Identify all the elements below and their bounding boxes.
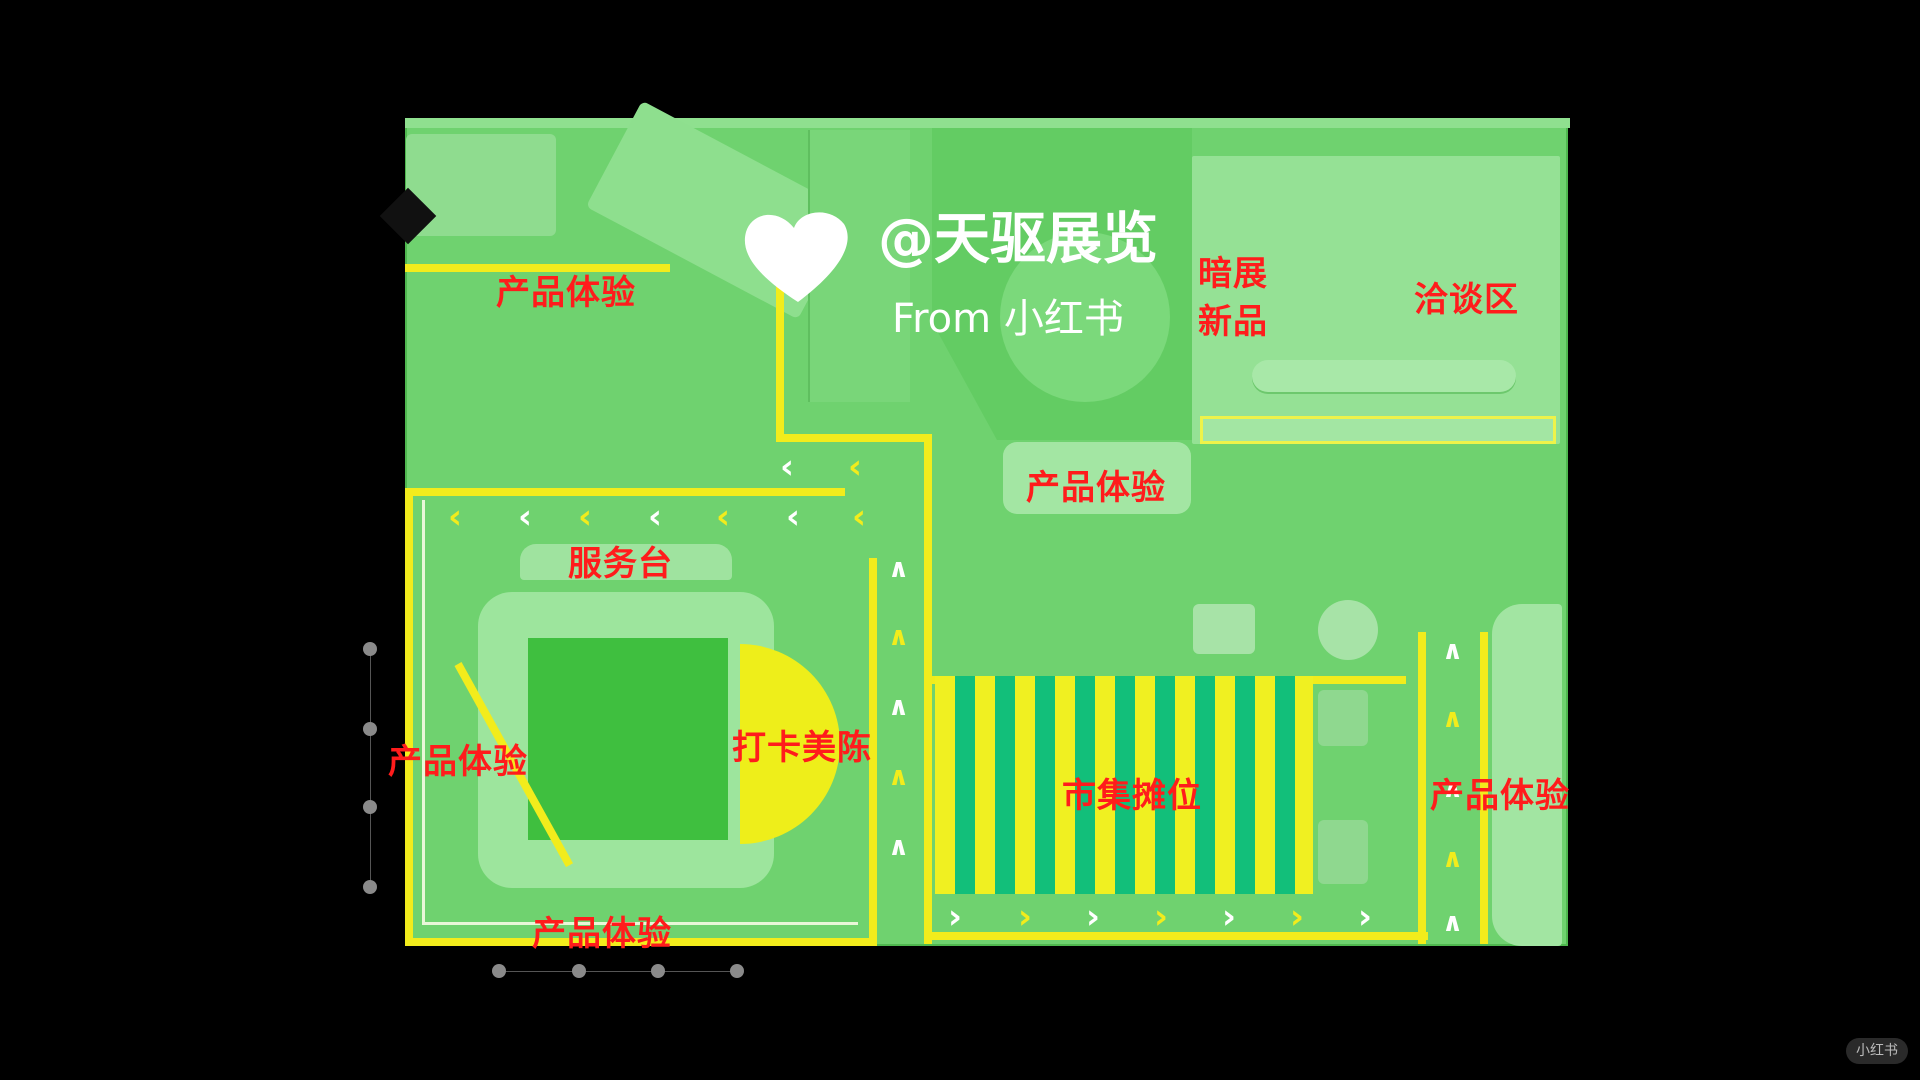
chevron-up-icon: ∧ [1442, 908, 1464, 938]
dimension-dot [363, 880, 377, 894]
label-product-top: 产品体验 [496, 273, 636, 313]
chevron-left-icon: ‹ [780, 447, 795, 487]
corner-badge: 小红书 [1846, 1038, 1908, 1064]
chevron-up-icon: ∧ [888, 762, 910, 792]
inner-line-bottom [422, 922, 858, 925]
path-top [405, 264, 670, 272]
negotiation-room [1192, 156, 1560, 444]
display-square-inner [528, 638, 728, 840]
path-center-h [776, 434, 930, 442]
dimension-line-vertical [370, 648, 371, 888]
chevron-right-icon: › [1290, 897, 1305, 937]
label-product-left: 产品体验 [388, 742, 528, 782]
path-right-v1 [1418, 632, 1426, 944]
chevron-left-icon: ‹ [786, 497, 801, 537]
dimension-dot [492, 964, 506, 978]
stall-square-2 [1318, 690, 1368, 746]
heart-logo-icon [738, 198, 858, 318]
label-service-desk: 服务台 [568, 544, 673, 584]
path-left-right [869, 558, 877, 944]
center-product-counter [1003, 442, 1191, 514]
chevron-up-icon: ∧ [1442, 704, 1464, 734]
label-product-bottom: 产品体验 [532, 914, 672, 954]
floor-top-edge [405, 118, 1570, 128]
stall-square-3 [1318, 820, 1368, 884]
label-new-product: 新品 [1198, 302, 1268, 342]
dimension-dot [363, 722, 377, 736]
path-center-v [776, 270, 784, 440]
round-table [1000, 232, 1170, 402]
path-right-v2 [1480, 632, 1488, 944]
chevron-right-icon: › [1018, 897, 1033, 937]
chevron-left-icon: ‹ [518, 497, 533, 537]
chevron-left-icon: ‹ [448, 497, 463, 537]
right-product-counter [1492, 604, 1562, 946]
chevron-right-icon: › [1358, 897, 1373, 937]
chevron-up-icon: ∧ [1442, 774, 1464, 804]
label-dark-show: 暗展 [1198, 254, 1268, 294]
chevron-up-icon: ∧ [888, 622, 910, 652]
chevron-right-icon: › [1086, 897, 1101, 937]
label-product-center: 产品体验 [1026, 468, 1166, 508]
path-center-v2 [924, 434, 932, 944]
chevron-up-icon: ∧ [888, 832, 910, 862]
dimension-dot [363, 800, 377, 814]
service-desk [520, 544, 732, 580]
chevron-right-icon: › [1154, 897, 1169, 937]
chevron-left-icon: ‹ [578, 497, 593, 537]
dimension-dot [572, 964, 586, 978]
watermark-source: From 小红书 [892, 296, 1124, 342]
chevron-up-icon: ∧ [1442, 844, 1464, 874]
chevron-left-icon: ‹ [716, 497, 731, 537]
path-left-bottom [405, 938, 877, 946]
dimension-dot [730, 964, 744, 978]
chevron-right-icon: › [1222, 897, 1237, 937]
dimension-dot [651, 964, 665, 978]
label-negotiation: 洽谈区 [1414, 280, 1519, 320]
chevron-up-icon: ∧ [888, 554, 910, 584]
chevron-left-icon: ‹ [848, 447, 863, 487]
negotiation-table [1252, 360, 1516, 392]
path-left-side [405, 488, 413, 944]
negotiation-counter [1200, 416, 1556, 444]
chevron-up-icon: ∧ [888, 692, 910, 722]
chevron-right-icon: › [948, 897, 963, 937]
inner-line-left [422, 500, 425, 924]
path-left-top [405, 488, 845, 496]
chevron-left-icon: ‹ [648, 497, 663, 537]
path-market-bottom [932, 932, 1428, 940]
label-product-right: 产品体验 [1430, 776, 1570, 816]
dimension-dot [363, 642, 377, 656]
dimension-line-horizontal [498, 971, 736, 972]
market-stall-stripes [935, 676, 1313, 894]
chevron-up-icon: ∧ [1442, 636, 1464, 666]
label-market-stall: 市集摊位 [1062, 776, 1202, 816]
stall-square-1 [1193, 604, 1255, 654]
chevron-left-icon: ‹ [852, 497, 867, 537]
stall-round [1318, 600, 1378, 660]
watermark-brand: @天驱展览 [878, 207, 1158, 272]
label-photo-display: 打卡美陈 [732, 728, 872, 768]
